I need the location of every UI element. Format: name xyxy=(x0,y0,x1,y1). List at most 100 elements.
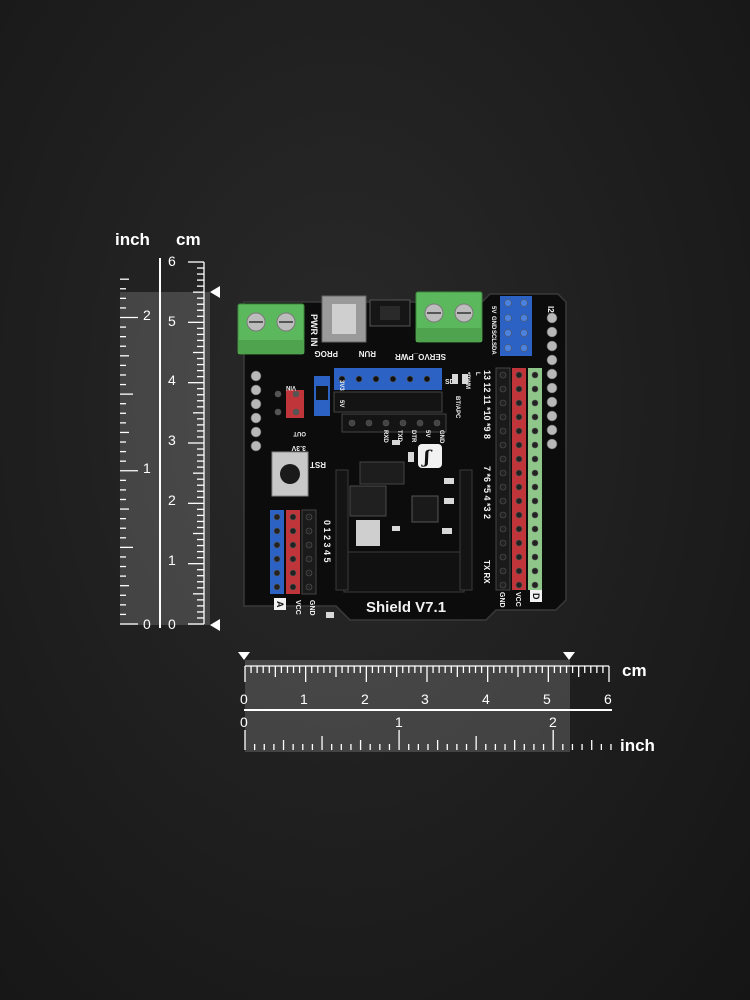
left-header-pin xyxy=(250,398,262,410)
i2c-pins xyxy=(504,299,528,352)
smd-part xyxy=(444,498,454,504)
bt-apc-pin xyxy=(433,419,441,427)
analog-pin xyxy=(305,513,313,521)
pwr-in-terminal-base xyxy=(238,340,304,354)
power-out-pins xyxy=(274,390,300,416)
vertical-ruler-cm-ticks xyxy=(188,261,205,625)
right-header-pin xyxy=(546,438,558,450)
digital-red-column xyxy=(512,368,526,590)
digital-green-column xyxy=(528,368,542,590)
digital-d-label: D xyxy=(531,593,541,600)
analog-pin xyxy=(305,569,313,577)
horizontal-ruler-inch-label: inch xyxy=(620,736,655,755)
sd-header-blue xyxy=(334,368,442,390)
vr-inch-1: 1 xyxy=(143,460,151,476)
i2c-sda-label: SDA xyxy=(490,342,496,355)
i2c-header: I2C 5V GND SCL SDA xyxy=(490,296,555,356)
digital-pin xyxy=(515,371,523,379)
i2c-pin xyxy=(520,314,528,322)
bt-apc-pin xyxy=(365,419,373,427)
digital-pin xyxy=(499,441,507,449)
txd-label: TXD xyxy=(396,430,402,443)
horizontal-ruler-left-marker xyxy=(238,652,250,660)
digital-pin xyxy=(499,511,507,519)
sd-pin xyxy=(423,375,431,383)
hr-inch-1: 1 xyxy=(395,714,403,730)
digital-numbers-mid: 7 *6 *5 4 *3 2 xyxy=(482,466,492,519)
horizontal-ruler-inch-ticks xyxy=(244,730,612,750)
digital-pin xyxy=(515,581,523,589)
sd-header: SD xyxy=(333,368,455,413)
power-out-pin xyxy=(292,390,300,398)
right-arduino-header xyxy=(546,312,558,450)
digital-pin xyxy=(499,497,507,505)
hr-cm-1: 1 xyxy=(300,691,308,707)
analog-gvs-header: 0 1 2 3 4 5 A VCC GND xyxy=(270,509,332,616)
vin-label: VIN xyxy=(286,384,296,390)
analog-pin xyxy=(305,555,313,563)
analog-pin xyxy=(289,527,297,535)
vertical-ruler-cm-label: cm xyxy=(176,230,201,249)
digital-pin xyxy=(515,525,523,533)
vertical-ruler-top-marker xyxy=(210,286,220,298)
horizontal-ruler: cm inch 0 1 2 3 4 5 6 0 1 2 xyxy=(238,652,655,755)
vertical-ruler-inch-ticks xyxy=(120,278,138,625)
analog-pin xyxy=(305,527,313,535)
digital-pin xyxy=(531,483,539,491)
digital-pin xyxy=(515,539,523,547)
analog-pin xyxy=(273,527,281,535)
i2c-scl-label: SCL xyxy=(490,330,496,342)
analog-pins xyxy=(273,513,313,591)
right-header-pin xyxy=(546,312,558,324)
right-header-pin xyxy=(546,410,558,422)
digital-pin xyxy=(515,553,523,561)
digital-pin xyxy=(531,441,539,449)
run-label: RUN xyxy=(358,349,376,358)
right-header-pin xyxy=(546,340,558,352)
pwr-in-screw-terminal xyxy=(237,303,305,355)
selector-3v3-label: 3V3 xyxy=(338,380,344,391)
digital-pin xyxy=(531,525,539,533)
vr-inch-2: 2 xyxy=(143,307,151,323)
digital-vcc-label: VCC xyxy=(514,592,521,607)
i2c-pin xyxy=(520,299,528,307)
bt-apc-pin xyxy=(416,419,424,427)
sd-label: SD xyxy=(445,379,455,386)
power-out-header: VIN OUT 3.3V xyxy=(274,384,306,451)
analog-pin xyxy=(305,541,313,549)
analog-pin xyxy=(273,569,281,577)
smd-part xyxy=(442,528,452,534)
smd-components xyxy=(326,374,468,618)
digital-black-column xyxy=(495,367,511,591)
reset-button xyxy=(280,464,300,484)
pcb-outline xyxy=(243,293,567,621)
prog-label: PROG xyxy=(314,349,338,358)
bt-5v-label: 5V xyxy=(424,430,430,437)
sd-pin xyxy=(372,375,380,383)
analog-pin xyxy=(289,569,297,577)
digital-pin xyxy=(499,385,507,393)
bt-apc-label: BT/APC xyxy=(454,396,460,419)
left-header-pin xyxy=(250,440,262,452)
board-title: Shield V7.1 xyxy=(366,599,446,616)
smd-part xyxy=(462,374,468,384)
smd-part xyxy=(452,374,458,384)
digital-pin xyxy=(515,413,523,421)
analog-pin xyxy=(273,513,281,521)
digital-pin xyxy=(499,581,507,589)
power-out-pin xyxy=(274,408,282,416)
digital-pin xyxy=(499,413,507,421)
analog-pin xyxy=(273,583,281,591)
digital-pin xyxy=(531,385,539,393)
txrx-label: TX RX xyxy=(482,560,491,584)
digital-pin xyxy=(531,539,539,547)
analog-pin xyxy=(289,513,297,521)
digital-pin xyxy=(499,567,507,575)
analog-red-column xyxy=(286,510,300,594)
horizontal-ruler-cm-ticks xyxy=(244,665,610,682)
voltage-selector-cap xyxy=(316,386,328,400)
analog-a-label: A xyxy=(275,601,285,608)
digital-gvs-header: 13 12 11 *10 *9 8 7 *6 *5 4 *3 2 TX RX G… xyxy=(482,367,542,608)
